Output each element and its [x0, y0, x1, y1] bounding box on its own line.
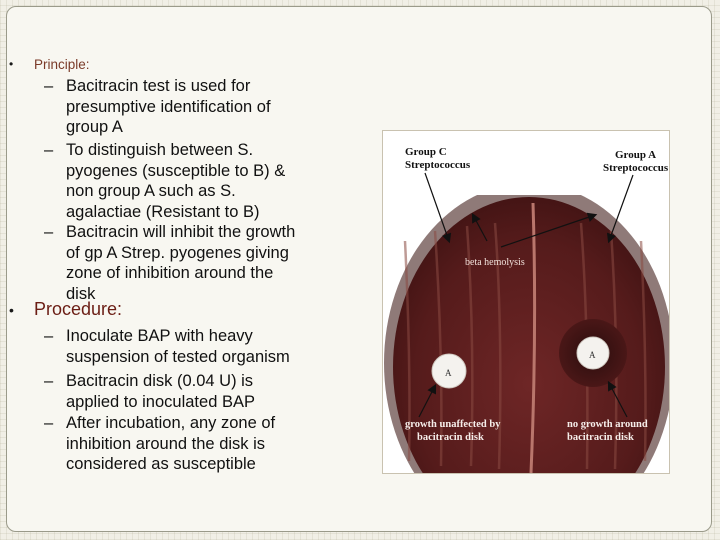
agar-surface — [393, 197, 665, 537]
line: non group A such as S. — [66, 182, 236, 200]
principle-heading: Principle: — [34, 57, 90, 72]
arrow-growth-unaffected — [418, 383, 437, 418]
label-growth-unaffected-line1: growth unaffected by — [405, 419, 501, 430]
line: To distinguish between S. — [66, 141, 254, 159]
bacitracin-plate-figure: A A Group C Streptococcus Group A Strept… — [382, 130, 674, 540]
line: zone of inhibition around the — [66, 264, 274, 282]
label-growth-unaffected-line2: bacitracin disk — [417, 432, 484, 443]
bacitracin-disk-left — [431, 353, 467, 389]
arrow-group-c — [424, 172, 452, 244]
dash-marker: – — [44, 223, 54, 241]
line: disk — [66, 284, 96, 303]
principle-bullet: • — [9, 57, 14, 71]
line: applied to inoculated BAP — [66, 392, 255, 411]
line: Inoculate BAP with heavy — [66, 327, 253, 345]
label-group-a-line1: Group A — [615, 149, 656, 161]
arrow-group-a — [606, 174, 634, 244]
line: presumptive identification of — [66, 97, 271, 116]
line: considered as susceptible — [66, 455, 256, 473]
line: of gp A Strep. pyogenes giving — [66, 243, 289, 262]
label-no-growth-line2: bacitracin disk — [567, 432, 634, 443]
disk-left-mark: A — [445, 368, 452, 378]
dash-marker: – — [44, 372, 54, 390]
label-beta-hemolysis: beta hemolysis — [465, 257, 525, 268]
line: inhibition around the disk is — [66, 434, 266, 453]
disk-right-mark: A — [589, 350, 596, 360]
plate-illustration: A A Group C Streptococcus Group A Strept… — [383, 131, 674, 540]
line: pyogenes (susceptible to B) & — [66, 161, 286, 180]
line: Bacitracin test is used for — [66, 77, 251, 95]
arrow-beta-right — [500, 212, 598, 248]
label-group-c-line1: Group C — [405, 146, 447, 158]
dash-marker: – — [44, 77, 54, 95]
line: Bacitracin will inhibit the growth — [66, 223, 296, 241]
procedure-heading: Procedure: — [34, 299, 123, 319]
line: group A — [66, 118, 123, 136]
growth-streaks — [403, 222, 647, 470]
line: After incubation, any zone of — [66, 414, 276, 432]
label-group-c-line2: Streptococcus — [405, 159, 471, 171]
dash-marker: – — [44, 414, 54, 432]
label-group-a-line2: Streptococcus — [603, 162, 669, 174]
dash-marker: – — [44, 327, 54, 345]
dash-marker: – — [44, 141, 54, 159]
line: suspension of tested organism — [66, 347, 290, 366]
arrow-beta-left — [471, 212, 488, 242]
line: Bacitracin disk (0.04 U) is — [66, 372, 254, 390]
line: agalactiae (Resistant to B) — [66, 202, 260, 221]
bacitracin-disk-right — [576, 336, 610, 370]
label-no-growth-line1: no growth around — [567, 419, 648, 430]
arrow-no-growth — [607, 380, 628, 418]
procedure-bullet: • — [9, 302, 14, 318]
